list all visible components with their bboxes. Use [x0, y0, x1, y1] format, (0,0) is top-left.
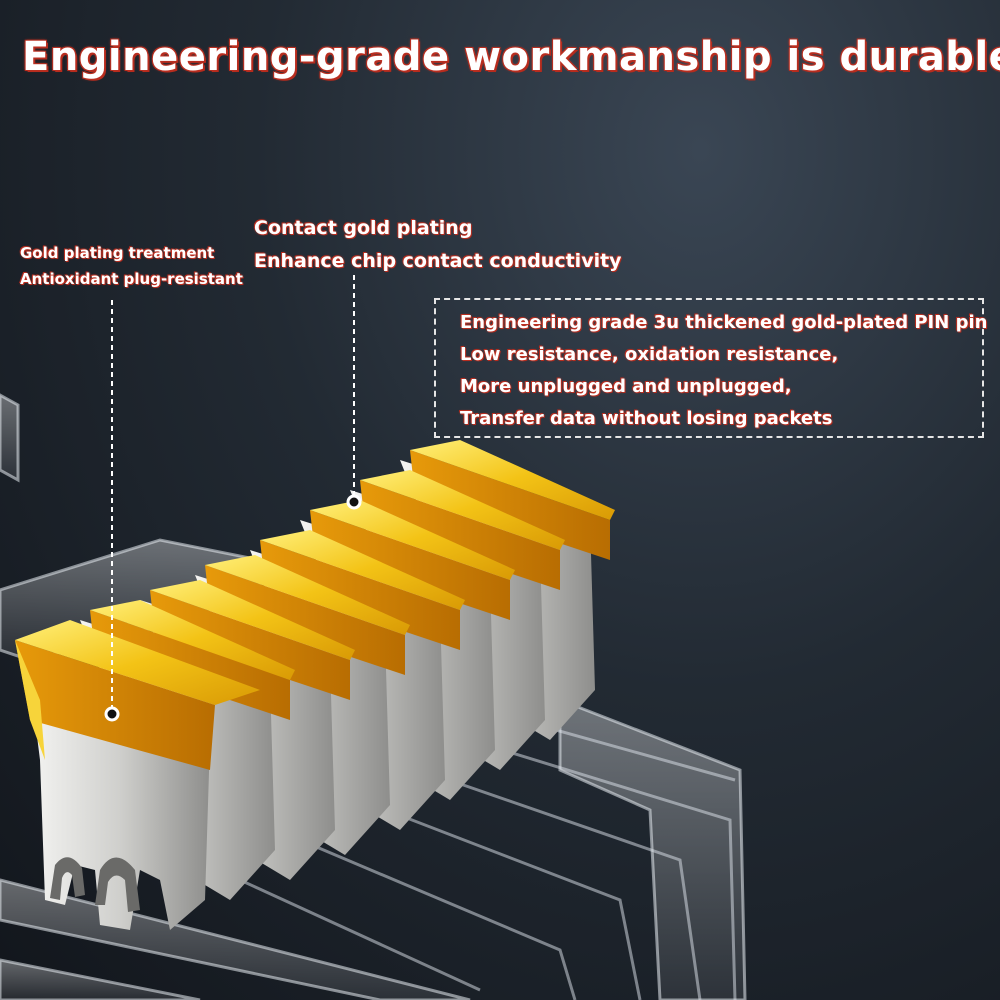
- callout-line: Contact gold plating: [254, 217, 473, 239]
- callout-line: Transfer data without losing packets: [460, 408, 833, 429]
- headline: Engineering-grade workmanship is durable: [22, 34, 1000, 80]
- callout-line: Gold plating treatment: [20, 244, 215, 262]
- callout-line: Low resistance, oxidation resistance,: [460, 344, 839, 365]
- callout-pin-specs: Engineering grade 3u thickened gold-plat…: [460, 307, 987, 435]
- callout-line: Antioxidant plug-resistant: [20, 270, 243, 288]
- gold-pins: [15, 440, 615, 930]
- dashed-callout-box: [434, 298, 984, 438]
- callout-dot-left: [104, 706, 120, 722]
- callout-line: Enhance chip contact conductivity: [254, 250, 622, 272]
- callout-line: More unplugged and unplugged,: [460, 376, 792, 397]
- leader-lines: [111, 275, 355, 712]
- callout-contact-plating: Contact gold plating Enhance chip contac…: [254, 212, 622, 278]
- callout-gold-plating: Gold plating treatment Antioxidant plug-…: [20, 240, 243, 292]
- callout-line: Engineering grade 3u thickened gold-plat…: [460, 312, 988, 333]
- front-pin: [15, 620, 260, 930]
- callout-dot-middle: [346, 494, 362, 510]
